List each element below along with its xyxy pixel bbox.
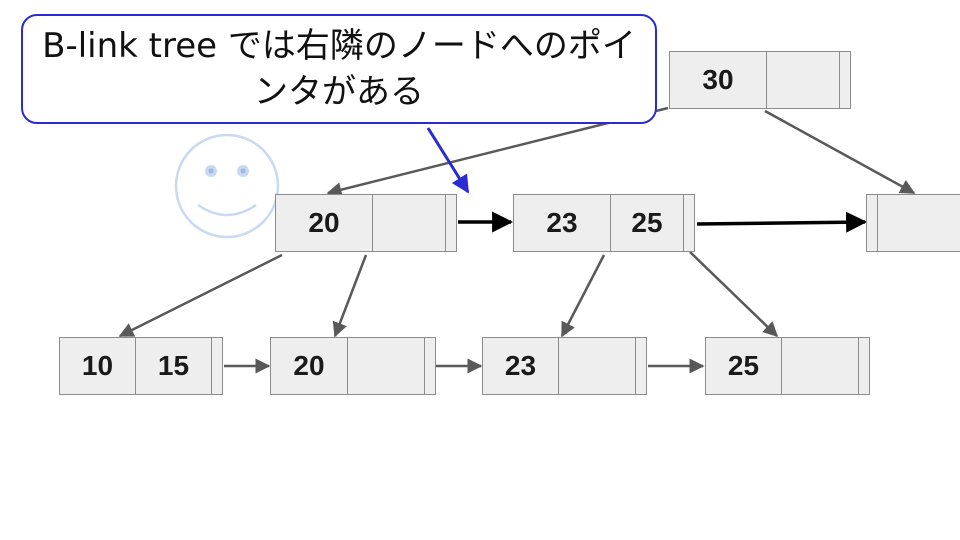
leaf-node-1-key-1: 10 [59,337,136,395]
smiley-face-icon [174,133,280,239]
root-key-2 [766,51,840,109]
leaf-node-1: 10 15 [59,337,223,395]
leaf-node-3-pointer-cell [635,337,647,395]
leaf-node-1-pointer-cell [211,337,223,395]
internal-node-20-key-2 [372,194,446,252]
leaf-node-3-key-1: 23 [482,337,559,395]
link-pointer-2 [696,211,868,233]
internal-node-20-pointer-cell [445,194,457,252]
leaf-node-2-key-1: 20 [270,337,348,395]
internal-node-23-25-pointer-cell [683,194,695,252]
internal-node-20: 20 [275,194,457,252]
leaf-node-3: 23 [482,337,647,395]
leaf-node-2: 20 [270,337,436,395]
callout-arrow [426,127,470,194]
edge-n2325-leaf4 [689,251,779,338]
internal-node-23-25-key-1: 23 [513,194,611,252]
leaf-node-3-key-2 [558,337,636,395]
internal-node-23-25-key-2: 25 [610,194,684,252]
edge-n2325-leaf3 [560,254,606,338]
root-key-1: 30 [669,51,767,109]
edge-n20-leaf2 [332,254,368,338]
internal-node-20-key-1: 20 [275,194,373,252]
leaf-node-2-pointer-cell [424,337,436,395]
leaf-node-4-key-2 [781,337,859,395]
internal-node-right [866,194,960,252]
callout-box: B-link tree では右隣のノードへのポインタがある [21,14,657,124]
edge-n20-leaf1 [118,253,283,338]
leaf-node-1-key-2: 15 [135,337,212,395]
root-pointer-cell [839,51,851,109]
internal-node-23-25: 23 25 [513,194,695,252]
leaf-node-4-key-1: 25 [705,337,782,395]
leaf-node-2-key-2 [347,337,425,395]
root-node: 30 [669,51,851,109]
edge-root-right [764,109,916,195]
leaf-node-4: 25 [705,337,870,395]
internal-node-right-key-1 [877,194,960,252]
leaf-node-4-pointer-cell [858,337,870,395]
callout-text: B-link tree では右隣のノードへのポインタがある [42,26,636,112]
